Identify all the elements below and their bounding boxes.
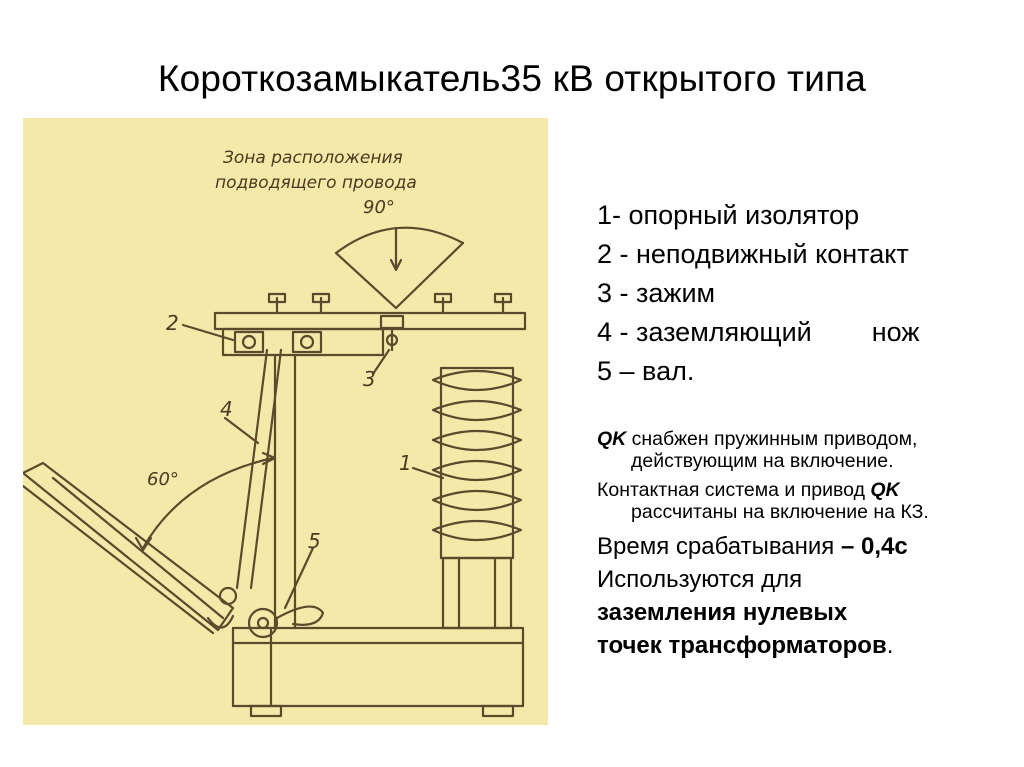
callout-4: 4 [220,397,233,421]
legend-item-5: 5 – вал. [597,356,695,386]
note-contact-qk: QK [870,479,900,501]
notes-block: QK снабжен пружинным приводом, действующ… [597,428,1007,662]
legend-item-1: 1- опорный изолятор [597,200,860,230]
note-usage-bold-2: точек трансформаторов [597,632,887,659]
callout-3: 3 [363,367,376,391]
note-usage: Используются для [597,566,803,593]
note-drive-text: снабжен пружинным приводом, действующим … [626,428,918,472]
note-contact-tail: рассчитаны на включение на КЗ. [631,501,929,523]
note-contact: Контактная система и привод QK рассчитан… [597,479,1007,523]
callout-2: 2 [166,311,179,335]
zone-label-1: Зона расположения [223,148,403,168]
legend-item-4: 4 - заземляющий нож [597,313,1007,352]
legend-item-4-b: нож [871,317,920,347]
note-contact-text: Контактная система и привод [597,479,871,501]
angle-90-label: 90° [363,197,395,218]
legend-item-4-a: 4 - заземляющий [597,317,812,347]
note-usage-bold-1: заземления нулевых [597,599,848,626]
grounding-knife [235,348,269,590]
note-usage-tail: . [886,632,894,659]
note-time: Время срабатывания – 0,4с [597,530,1007,563]
callout-5: 5 [308,529,321,553]
note-drive: QK снабжен пружинным приводом, действующ… [597,428,1007,472]
callout-1: 1 [399,451,412,475]
base-frame [231,626,525,708]
slide-title: Короткозамыкатель35 кВ открытого типа [157,58,867,99]
legend-item-3: 3 - зажим [597,278,716,308]
note-usage-line-3: точек трансформаторов. [597,629,1007,662]
angle-60-label: 60° [147,469,179,490]
legend-list: 1- опорный изолятор 2 - неподвижный конт… [597,196,1007,391]
short-circuiter-drawing: Зона расположения подводящего провода 90… [23,118,548,725]
shaft [247,607,279,639]
note-drive-qk: QK [597,428,627,450]
support-insulator [431,366,523,560]
note-time-value: – 0,4с [840,533,908,560]
note-time-text: Время срабатывания [597,533,841,560]
zone-label-2: подводящего провода [215,173,417,193]
drawing-paper [23,118,548,725]
drive-lever [23,461,235,632]
legend-item-2: 2 - неподвижный контакт [597,239,909,269]
